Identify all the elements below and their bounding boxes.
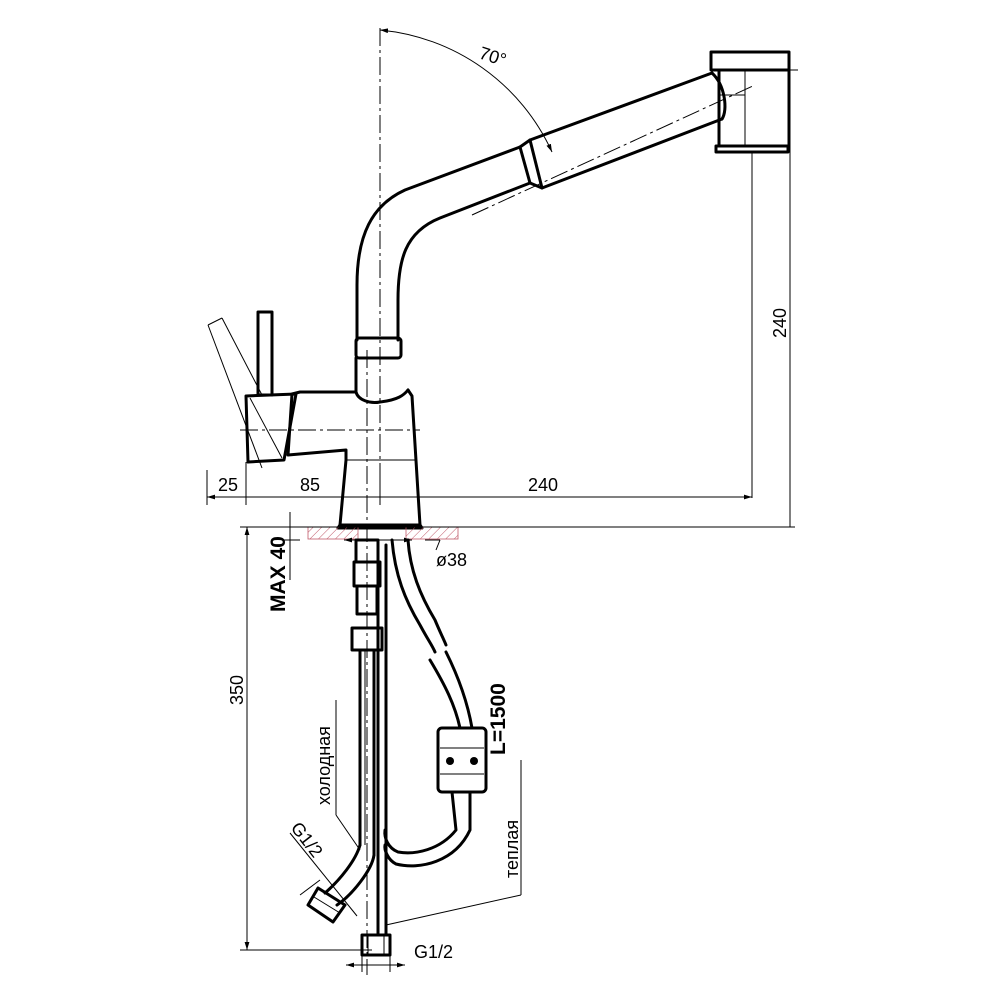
faucet-body [286,356,424,530]
cold-label: холодная [314,726,334,805]
body-dimension-label: 85 [300,475,320,495]
collar [354,336,403,360]
centerlines [240,28,756,975]
warm-label: теплая [502,820,522,878]
thread-bottom: G1/2 [346,942,453,972]
warm-supply-hose [360,543,392,957]
diameter-label: ø38 [436,550,467,570]
spout-tube [355,71,727,342]
spout-head [709,50,791,154]
angle-label: 70° [477,43,509,70]
thread-side-label: G1/2 [287,818,327,861]
dimension-hole-diameter: ø38 [344,537,467,570]
max-thickness-label: MAX 40 [267,536,290,612]
thread-bottom-label: G1/2 [414,942,453,962]
reach-dimension-label: 240 [528,475,558,495]
dimension-height: 240 [751,69,798,527]
countertop [240,526,795,540]
height-label: 240 [770,308,790,338]
hose-labels: L=1500 холодная теплая [314,683,522,926]
dimension-hose-vertical: 350 [227,527,372,951]
pullout-hose [383,538,488,868]
angle-dimension: 70° [379,28,553,153]
hose-vertical-label: 350 [227,675,247,705]
lever-dimension-label: 25 [218,475,238,495]
dimension-horizontal: 25 85 240 [206,462,752,505]
cold-supply-hose [306,538,384,924]
lever-handle [207,310,298,469]
dimension-max-thickness: MAX 40 [267,512,300,612]
hose-length-label: L=1500 [487,683,510,755]
